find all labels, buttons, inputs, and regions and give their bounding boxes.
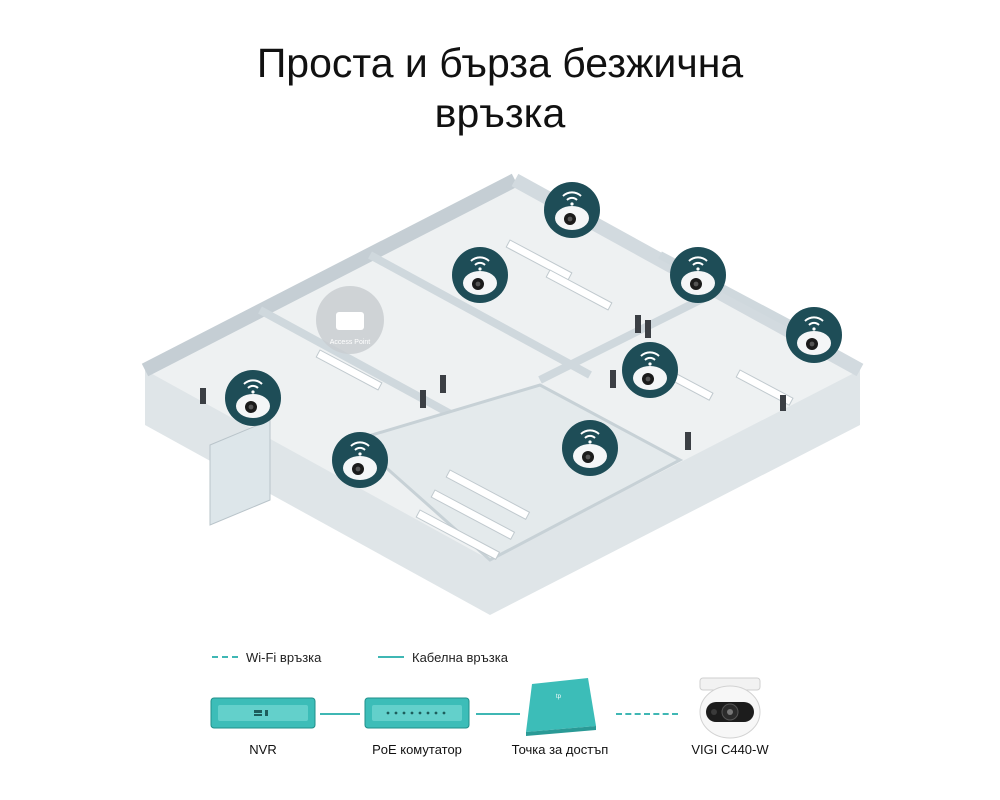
wall-left [141,173,519,377]
access-point-marker: Access Point [316,286,384,354]
title-line-2: връзка [434,90,566,136]
title-line-1: Проста и бърза безжична [256,40,744,86]
access-point-device: tp [526,678,596,736]
camera-badge-1 [543,181,601,239]
vigi-camera-device [699,677,761,739]
legend-wifi-line [212,656,238,658]
camera-badge-2 [451,246,509,304]
device-label-ap: Точка за достъп [511,742,609,757]
device-label-nvr: NVR [249,742,277,757]
poe-switch-device [364,697,470,729]
device-label-switch: PoE комутатор [372,742,462,757]
camera-badge-8 [561,419,619,477]
wall-divider-3 [538,286,722,384]
camera-badge-7 [331,431,389,489]
elevator [209,419,271,526]
access-point-label: Access Point [330,339,371,346]
office-floorplan-illustration: Access Point [141,173,864,615]
device-label-camera: VIGI C440-W [691,742,769,757]
svg-text:tp: tp [556,694,562,700]
camera-badge-6 [224,369,282,427]
wall-divider-1 [258,306,482,434]
legend-wired: Кабелна връзка [378,646,508,668]
wifi-connection [616,713,678,715]
nvr-device [210,697,316,729]
page-title: Проста и бърза безжична връзка [0,38,1000,138]
legend-wifi-label: Wi-Fi връзка [246,649,322,665]
legend-wifi: Wi-Fi връзка [212,646,321,668]
wired-connection-1 [320,713,360,715]
camera-badge-5 [621,341,679,399]
camera-badge-3 [669,246,727,304]
wall-divider-2 [368,251,592,379]
legend-wired-line [378,656,404,658]
wired-connection-2 [476,713,520,715]
legend-wired-label: Кабелна връзка [412,649,508,665]
camera-badge-4 [785,306,843,364]
